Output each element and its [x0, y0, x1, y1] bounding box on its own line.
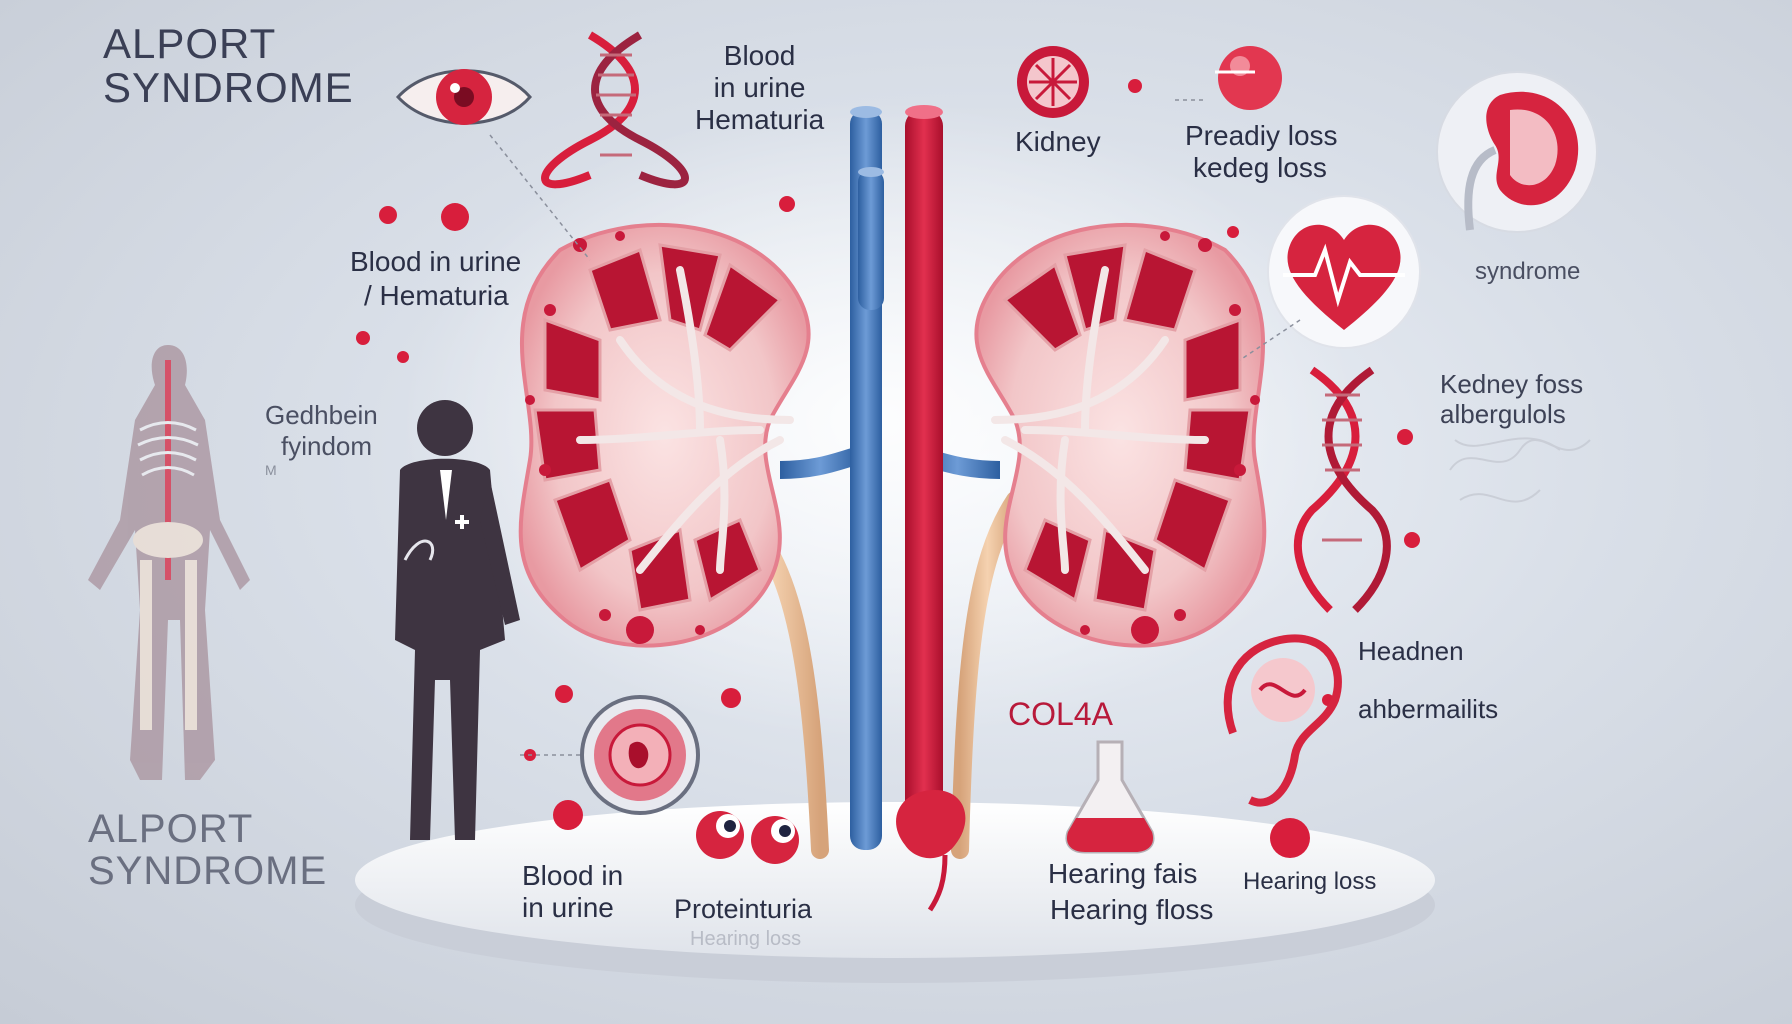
- label-hearing-loss: Hearing loss: [1243, 868, 1377, 895]
- title-bottom-line2: SYNDROME: [88, 849, 328, 893]
- dna-icon: [541, 31, 689, 189]
- kidney-circle-icon: [1436, 71, 1598, 233]
- label-blood-top-line1: Blood: [723, 40, 796, 71]
- label-preadiy-line2: kedeg loss: [1193, 152, 1327, 184]
- label-ahbermailits: ahbermailits: [1358, 694, 1499, 724]
- eyeballs-icon: [696, 811, 799, 864]
- label-col4a: COL4A: [1008, 696, 1113, 732]
- platform: [355, 802, 1435, 983]
- title-top-line1: ALPORT: [103, 20, 277, 67]
- label-blood-left-line1: Blood in urine: [350, 246, 522, 277]
- eye-icon: [395, 69, 532, 125]
- blood-droplets: [356, 79, 1420, 858]
- label-blood-top: Blood in urine Hematuria: [695, 40, 824, 137]
- right-kidney: [974, 223, 1267, 648]
- title-top-line2: SYNDROME: [103, 64, 354, 112]
- doctor-figure: [395, 400, 520, 840]
- label-gedhbein: Gedhbein fyindom M: [265, 400, 378, 479]
- faded-network: [1449, 437, 1591, 503]
- label-kedney-foss: Kedney foss albergulols: [1440, 369, 1584, 430]
- label-blood-bottom: Blood in in urine: [522, 860, 623, 924]
- page-title-top: ALPORT SYNDROME: [103, 20, 354, 112]
- left-kidney: [518, 223, 811, 648]
- ear-icon: [1223, 634, 1342, 807]
- heart-pulse-icon: [1267, 195, 1421, 349]
- label-gedhbein-line1: Gedhbein: [265, 400, 378, 430]
- label-blood-top-line3: Hematuria: [695, 104, 825, 136]
- label-hearing-fais: Hearing fais: [1048, 858, 1198, 889]
- label-blood-bottom-line2: in urine: [522, 892, 614, 924]
- label-headnen: Headnen: [1358, 636, 1464, 666]
- label-syndrome: syndrome: [1475, 258, 1581, 285]
- label-hearing-floss: Hearing floss: [1050, 894, 1214, 925]
- label-blood-left: Blood in urine / Hematuria: [350, 245, 521, 312]
- skeleton-figure: [88, 345, 250, 780]
- label-proteinturia: Proteinturia: [674, 894, 813, 924]
- flask-icon: [1065, 740, 1155, 854]
- label-preadiy: Preadiy loss kedeg loss: [1185, 120, 1338, 184]
- renal-vessels: [770, 105, 1001, 850]
- label-blood-bottom-line1: Blood in: [522, 860, 624, 891]
- label-gedhbein-line3: M: [265, 462, 277, 479]
- right-ureter: [951, 491, 1024, 859]
- label-kidney: Kidney: [1015, 126, 1101, 157]
- title-bottom-line1: ALPORT: [88, 807, 254, 851]
- page-title-bottom: ALPORT SYNDROME: [88, 808, 327, 892]
- label-blood-left-line2: / Hematuria: [364, 279, 509, 311]
- glomerulus-icon: [580, 695, 700, 815]
- aorta: [905, 110, 943, 850]
- kidney-small-icon: [896, 790, 966, 912]
- label-kedney-foss-line2: albergulols: [1440, 398, 1566, 429]
- label-blood-top-line2: in urine: [713, 72, 806, 104]
- label-hearing-faded: Hearing loss: [690, 928, 802, 950]
- dna-icon-right: [1294, 366, 1391, 613]
- cell-icon: [1215, 46, 1282, 110]
- label-preadiy-line1: Preadiy loss: [1185, 120, 1338, 151]
- label-kedney-foss-line1: Kedney foss: [1440, 369, 1584, 399]
- label-gedhbein-line2: fyindom: [281, 431, 373, 462]
- kidney-icon: [1017, 46, 1089, 118]
